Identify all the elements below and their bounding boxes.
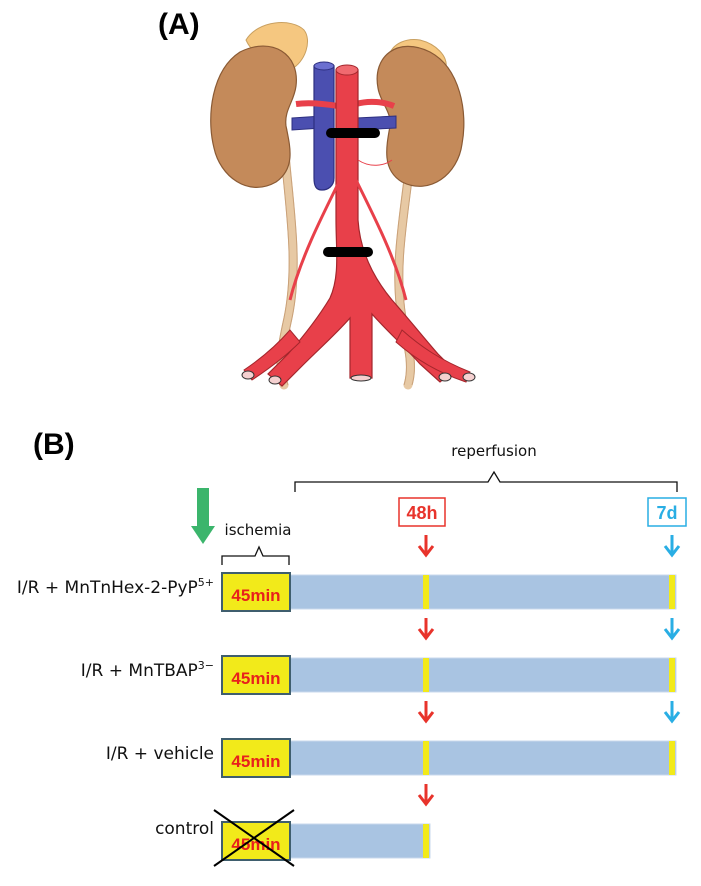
right-kidney: [376, 45, 465, 187]
arrow-7d: [663, 618, 681, 641]
arrow-7d: [663, 535, 681, 558]
timepoint-48h-tick: [423, 575, 429, 609]
reperfusion-label: reperfusion: [451, 442, 536, 460]
reperfusion-bar: [289, 740, 677, 776]
group-row: 45min I/R + MnTnHex-2-PyP5+: [17, 535, 681, 612]
group-row: 45min I/R + MnTBAP3−: [81, 618, 681, 695]
ischemia-box: [221, 572, 291, 612]
marker-48h-box: [398, 497, 446, 527]
marker-48h-label: 48h: [406, 503, 437, 523]
ischemia-duration-label: 45min: [231, 586, 280, 605]
timepoint-7d-tick: [669, 658, 675, 692]
group-label: I/R + vehicle: [106, 744, 214, 764]
reperfusion-brace: [294, 470, 678, 492]
ischemia-duration-label: 45min: [231, 835, 280, 854]
upper-clamp: [326, 128, 380, 138]
arrow-48h: [417, 535, 435, 558]
panel-b-label: (B): [33, 428, 75, 461]
ischemia-brace: [221, 545, 290, 565]
ischemia-duration-label: 45min: [231, 669, 280, 688]
group-label: control: [155, 819, 214, 839]
timepoint-7d-tick: [669, 575, 675, 609]
ischemia-label: ischemia: [225, 521, 292, 539]
kidney-anatomy-illustration: [210, 22, 476, 390]
reperfusion-bar: [289, 823, 431, 859]
ischemia-box: [221, 738, 291, 778]
timepoint-48h-tick: [423, 741, 429, 775]
timepoint-7d-tick: [669, 741, 675, 775]
inferior-vena-cava: [313, 65, 335, 191]
group-label: I/R + MnTBAP3−: [81, 659, 214, 681]
reperfusion-bar: [289, 657, 677, 693]
ischemia-box: [221, 821, 291, 861]
left-kidney: [210, 45, 297, 188]
reperfusion-bar: [289, 574, 677, 610]
ischemia-box: [221, 655, 291, 695]
group-row: 45min control: [155, 784, 435, 867]
start-arrow: [191, 488, 215, 544]
timepoint-48h-tick: [423, 824, 429, 858]
arrow-48h: [417, 784, 435, 807]
marker-7d-label: 7d: [656, 503, 677, 523]
arrow-48h: [417, 701, 435, 724]
ischemia-duration-label: 45min: [231, 752, 280, 771]
cross-out-mark: [213, 809, 295, 867]
group-label: I/R + MnTnHex-2-PyP5+: [17, 576, 214, 598]
group-row: 45min I/R + vehicle: [106, 701, 681, 778]
lower-clamp: [323, 247, 373, 257]
arrow-7d: [663, 701, 681, 724]
marker-7d-box: [647, 497, 687, 527]
arrow-48h: [417, 618, 435, 641]
timepoint-48h-tick: [423, 658, 429, 692]
panel-a-label: (A): [158, 8, 200, 41]
